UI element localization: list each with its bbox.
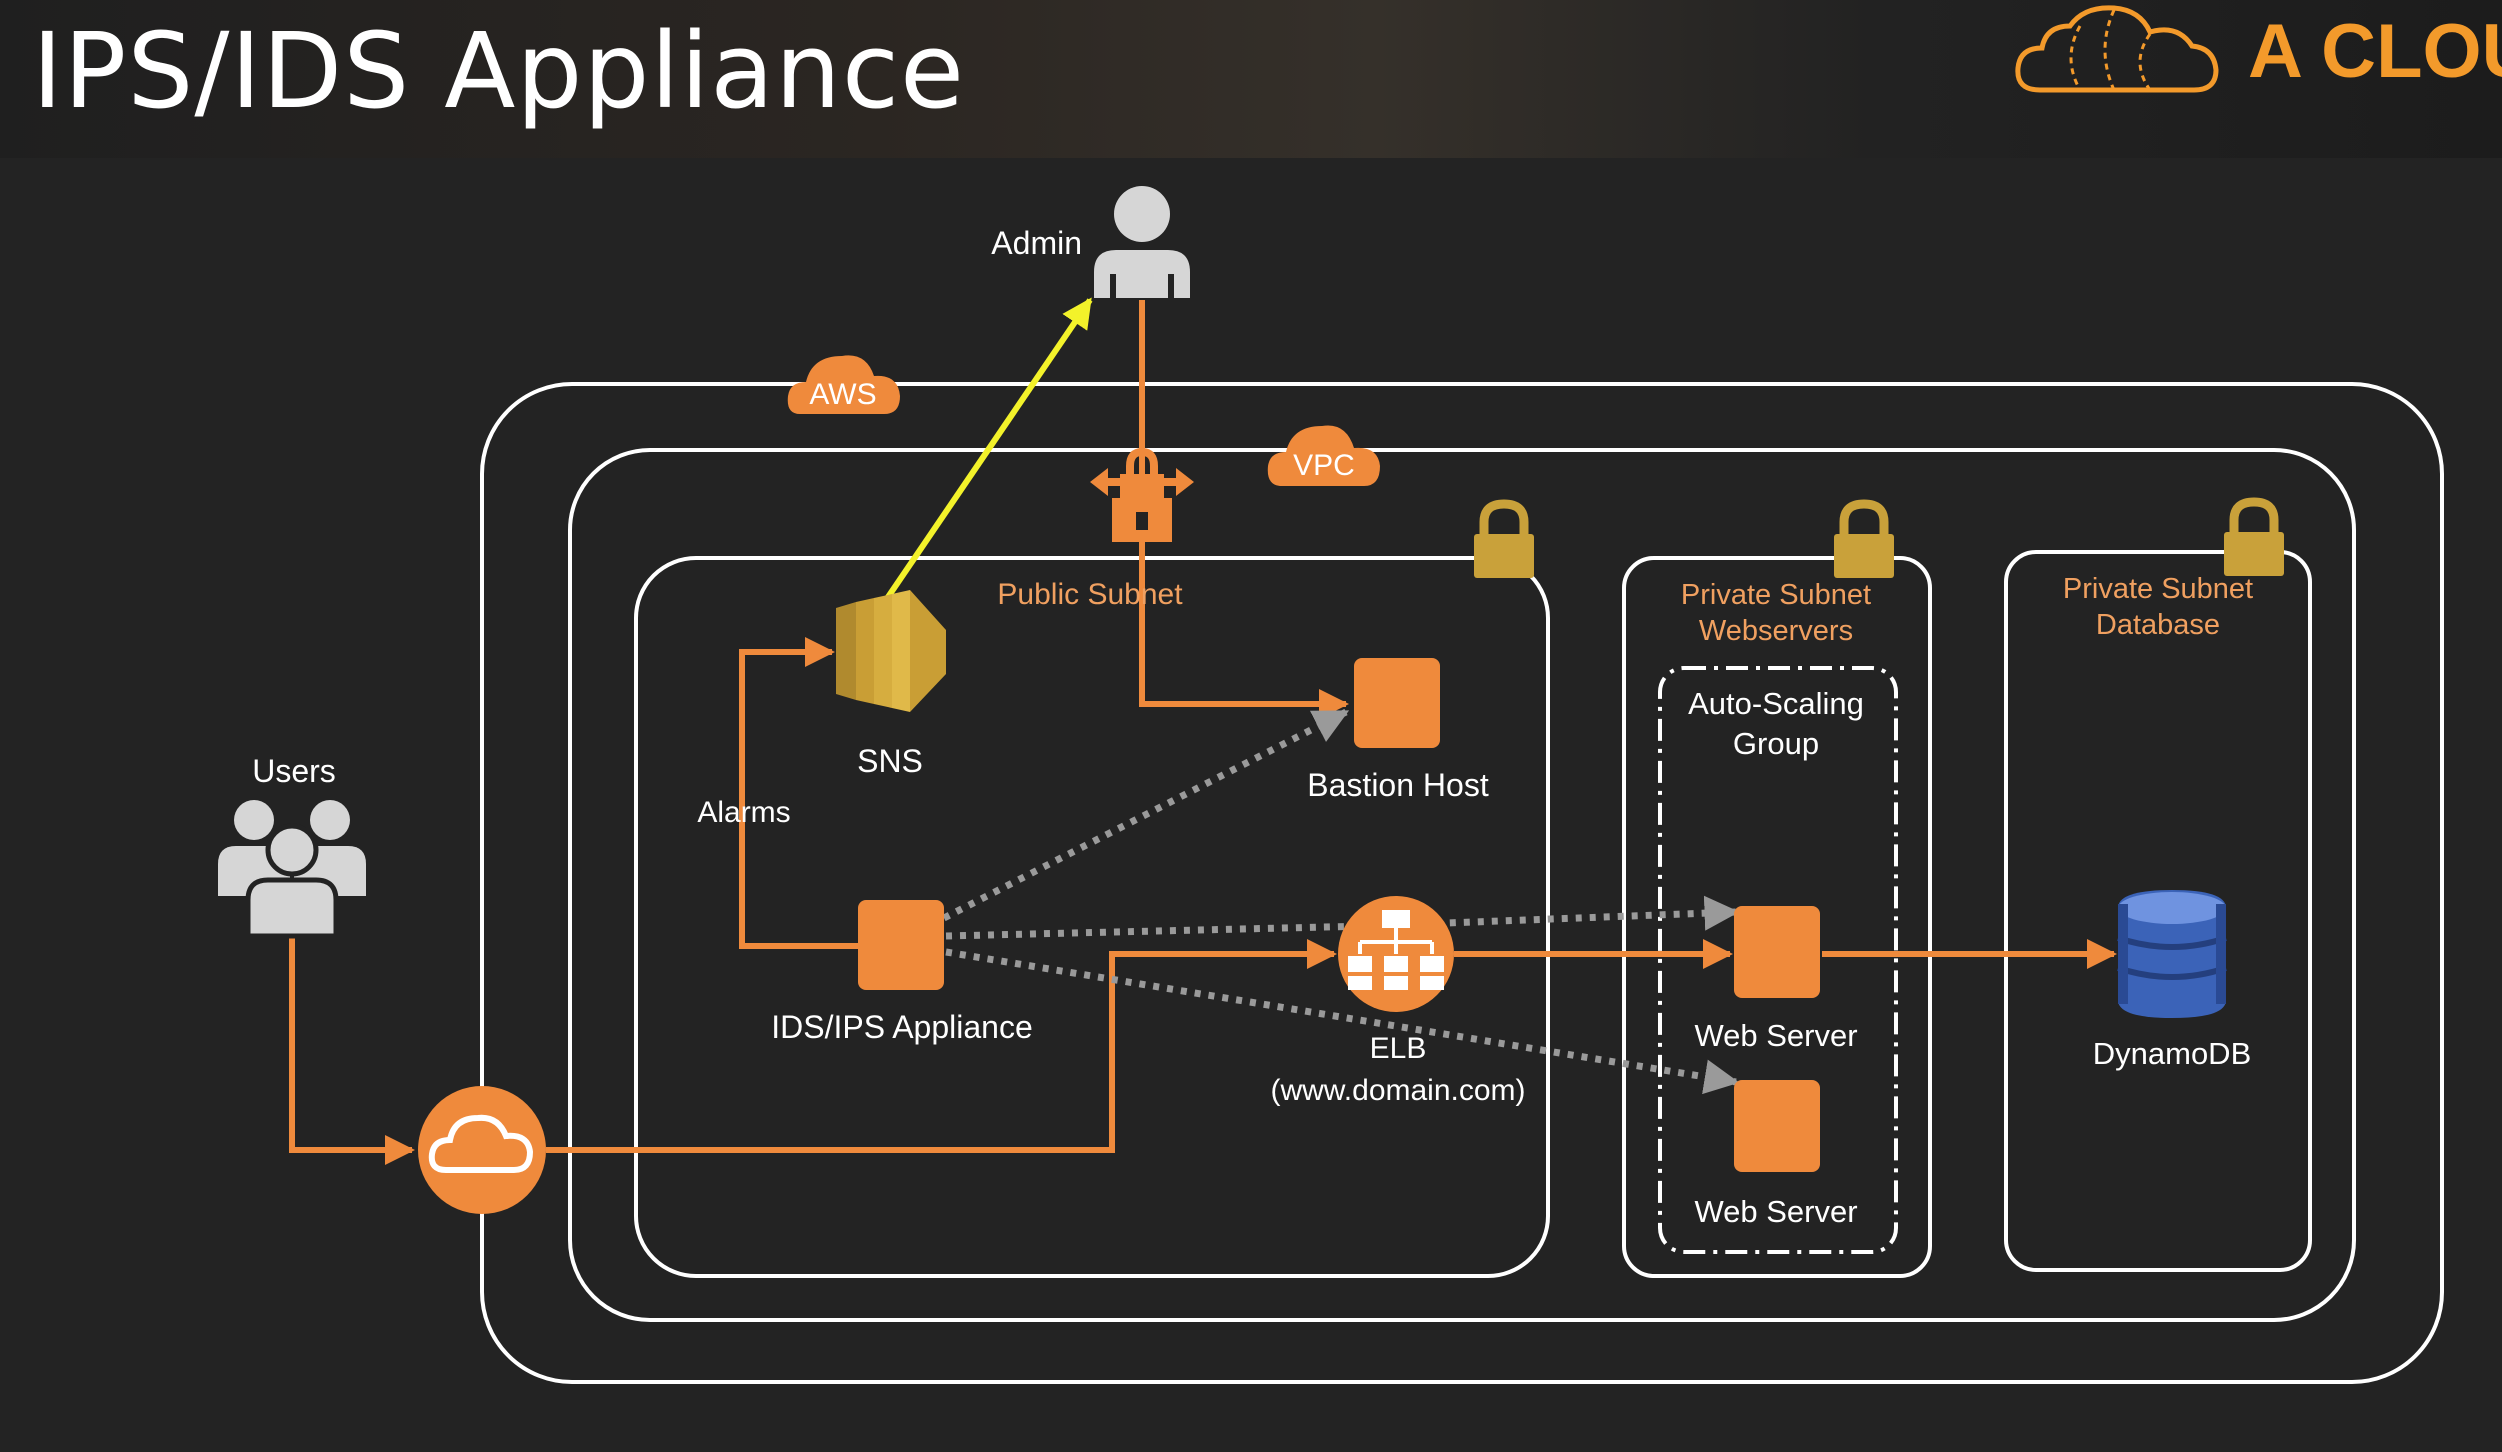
web-server-icon <box>1734 1080 1820 1172</box>
cloud-gateway-icon <box>418 1086 546 1214</box>
sns-to-admin-notification <box>883 297 1093 602</box>
dynamodb-label: DynamoDB <box>2093 1036 2252 1071</box>
load-balancer-icon <box>1338 896 1454 1012</box>
bastion-host-label: Bastion Host <box>1307 767 1489 803</box>
cloud-logo-icon <box>2015 5 2219 93</box>
lock-icon <box>2224 497 2284 576</box>
ids-to-webserver1-monitor <box>945 895 1740 940</box>
dynamodb-icon <box>2117 890 2227 1018</box>
users-label: Users <box>252 753 336 789</box>
private-subnet-database-boundary <box>2004 550 2312 1272</box>
lock-icon <box>1474 499 1534 578</box>
vpc-label: VPC <box>1293 449 1355 482</box>
private-subnet-webservers-label: Private Subnet <box>1681 579 1871 611</box>
sns-icon <box>836 590 946 712</box>
admin-user-icon <box>1094 186 1190 298</box>
sns-label: SNS <box>857 743 923 779</box>
public-subnet-label: Public Subnet <box>997 578 1183 611</box>
auto-scaling-group-label: Auto-Scaling <box>1688 686 1864 721</box>
auto-scaling-group-label-line2: Group <box>1733 726 1819 761</box>
gateway-lock-icon <box>1090 447 1194 542</box>
private-subnet-database-label: Private Subnet <box>2063 573 2253 605</box>
vpc-boundary <box>568 448 2356 1322</box>
bastion-host-icon <box>1354 658 1440 748</box>
aws-cloud-boundary <box>480 382 2444 1384</box>
admin-label: Admin <box>991 225 1082 261</box>
auto-scaling-group-boundary <box>1658 666 1898 1254</box>
web-server-label: Web Server <box>1694 1194 1857 1229</box>
users-group-icon <box>218 800 366 939</box>
private-subnet-database-label-line2: Database <box>2096 609 2220 641</box>
aws-cloud-badge: AWS <box>787 355 900 414</box>
brand-name: A CLOU <box>2248 9 2502 94</box>
private-subnet-webservers-label-line2: Webservers <box>1699 615 1853 647</box>
private-subnet-webservers-boundary <box>1622 556 1932 1278</box>
users-to-gateway-connector <box>289 936 415 1165</box>
admin-to-bastion-connector <box>1139 300 1349 719</box>
gateway-to-elb-connector <box>546 939 1337 1153</box>
ids-to-bastion-monitor <box>942 708 1350 922</box>
page-title: IPS/IDS Appliance <box>32 10 966 132</box>
lock-icon <box>1834 499 1894 578</box>
aws-label: AWS <box>809 378 876 411</box>
ids-ips-appliance-label: IDS/IPS Appliance <box>771 1009 1032 1045</box>
elb-domain-label: (www.domain.com) <box>1270 1074 1525 1107</box>
ids-ips-appliance-icon <box>858 900 944 990</box>
elb-label: ELB <box>1370 1032 1427 1065</box>
web-server-label: Web Server <box>1694 1018 1857 1053</box>
vpc-badge: VPC <box>1267 425 1380 486</box>
alarms-label: Alarms <box>697 796 790 829</box>
header-bar: IPS/IDS Appliance A CLOU <box>0 0 2502 158</box>
web-server-icon <box>1734 906 1820 998</box>
alarms-connector <box>739 637 860 949</box>
